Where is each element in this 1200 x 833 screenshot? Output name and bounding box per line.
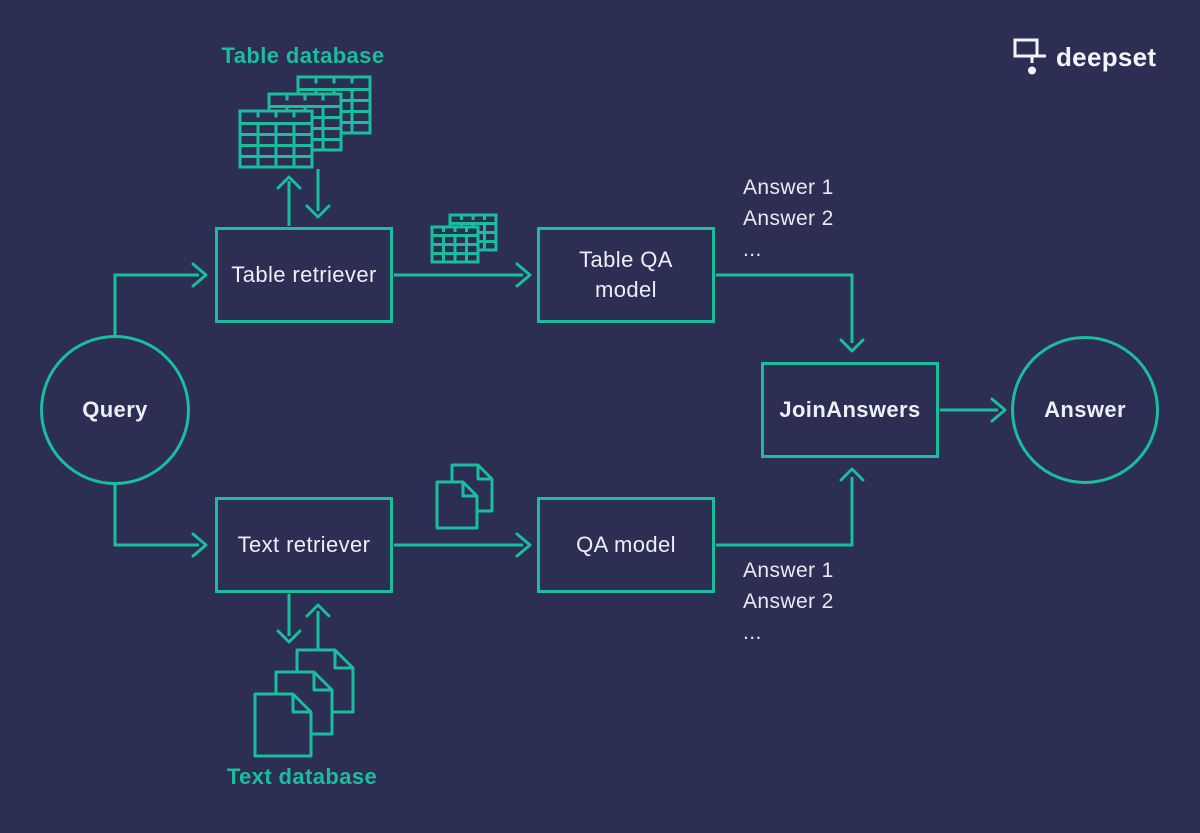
arrow-right-icon	[515, 532, 532, 558]
text-retriever-to-qa-model-connector	[394, 532, 532, 558]
arrow-up-icon	[839, 467, 865, 482]
table-retriever-to-database-up-arrow	[276, 175, 302, 226]
table-retriever-node: Table retriever	[215, 227, 393, 323]
text-retriever-node-label: Text retriever	[237, 532, 371, 557]
answer-line-ellipsis: ...	[743, 238, 762, 261]
qa-model-node: QA model	[537, 497, 715, 593]
text-retriever-node: Text retriever	[215, 497, 393, 593]
joinanswers-node: JoinAnswers	[761, 362, 939, 458]
arrow-up-icon	[276, 175, 302, 190]
answer-line-1: Answer 1	[743, 559, 834, 582]
arrow-down-icon	[305, 204, 331, 219]
database-to-table-retriever-down-arrow	[305, 169, 331, 219]
arrow-down-icon	[839, 338, 865, 353]
answer-label: Answer	[1044, 397, 1126, 422]
answer-line-2: Answer 2	[743, 590, 834, 613]
qa-model-to-joinanswers-connector	[716, 467, 865, 547]
table-retriever-to-table-qa-connector	[394, 262, 532, 288]
table-stack-icon	[238, 75, 372, 169]
arrow-right-icon	[990, 397, 1007, 423]
query-label: Query	[82, 397, 148, 422]
answer-line-1: Answer 1	[743, 176, 834, 199]
table-qa-model-node: Table QA model	[537, 227, 715, 323]
table-qa-model-label-line2: model	[595, 277, 657, 302]
arrow-right-icon	[191, 532, 208, 558]
deepset-logo-text: deepset	[1056, 42, 1157, 72]
joinanswers-label: JoinAnswers	[779, 397, 921, 422]
query-node: Query	[40, 335, 190, 485]
query-to-text-retriever-connector	[113, 484, 208, 558]
table-qa-answers-list: Answer 1 Answer 2 ...	[743, 172, 834, 265]
table-pair-icon	[430, 213, 498, 264]
text-database-label: Text database	[226, 764, 378, 789]
document-stack-icon	[253, 648, 355, 758]
qa-model-answers-list: Answer 1 Answer 2 ...	[743, 555, 834, 648]
database-to-text-retriever-up-arrow	[305, 603, 331, 649]
table-qa-to-joinanswers-connector	[716, 273, 865, 353]
qa-model-label: QA model	[576, 532, 676, 557]
arrow-up-icon	[305, 603, 331, 618]
arrow-down-icon	[276, 629, 302, 644]
text-retriever-to-database-down-arrow	[276, 594, 302, 644]
answer-line-2: Answer 2	[743, 207, 834, 230]
table-qa-model-label-line1: Table QA	[579, 247, 673, 272]
deepset-logo-icon	[1013, 38, 1046, 75]
table-retriever-label: Table retriever	[231, 262, 377, 287]
joinanswers-to-answer-connector	[940, 397, 1007, 423]
answer-line-ellipsis: ...	[743, 621, 762, 644]
answer-node: Answer	[1011, 336, 1159, 484]
arrow-right-icon	[191, 262, 208, 288]
arrow-right-icon	[515, 262, 532, 288]
table-database-label: Table database	[221, 43, 385, 68]
query-to-table-retriever-connector	[113, 262, 208, 336]
document-pair-icon	[435, 463, 494, 530]
